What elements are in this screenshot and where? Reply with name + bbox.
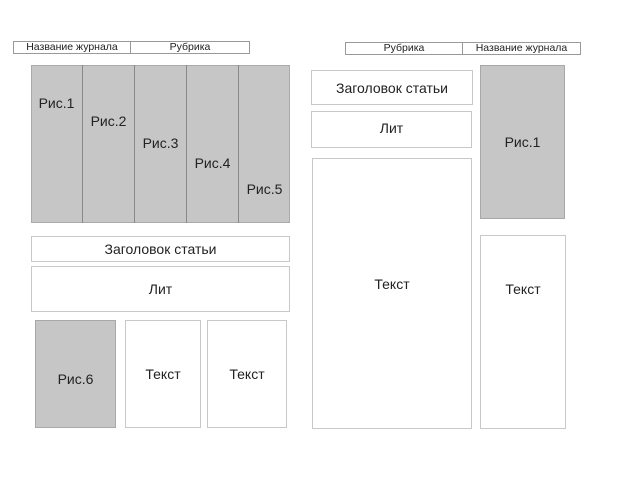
figure-label: Рис.1 [38,95,75,111]
figure-1: Рис.1 [31,65,83,223]
figure-label: Рис.5 [246,181,283,197]
figures-strip [31,65,290,223]
figure-label: Рис.4 [194,155,231,171]
text-block: Текст [125,320,201,428]
text-main: Текст [312,158,472,429]
figure-5: Рис.5 [239,65,290,223]
text-block: Текст [207,320,287,428]
right-header: Рубрика Название журнала [345,42,581,55]
figure-3: Рис.3 [135,65,187,223]
article-title: Заголовок статьи [31,236,290,262]
rubric: Рубрика [169,41,211,53]
left-header: Название журнала Рубрика [13,41,250,54]
figure-6: Рис.6 [35,320,116,428]
figure-label: Рис.3 [142,135,179,151]
article-title: Заголовок статьи [311,70,473,105]
journal-name: Название журнала [475,42,568,54]
figure-label: Рис.2 [90,113,127,129]
figure-4: Рис.4 [187,65,239,223]
lead: Лит [31,266,290,312]
text-side: Текст [480,235,566,429]
rubric: Рубрика [346,43,463,54]
figure-2: Рис.2 [83,65,135,223]
figure-1: Рис.1 [480,65,565,219]
journal-name: Название журнала [14,42,131,53]
lead: Лит [311,111,472,148]
